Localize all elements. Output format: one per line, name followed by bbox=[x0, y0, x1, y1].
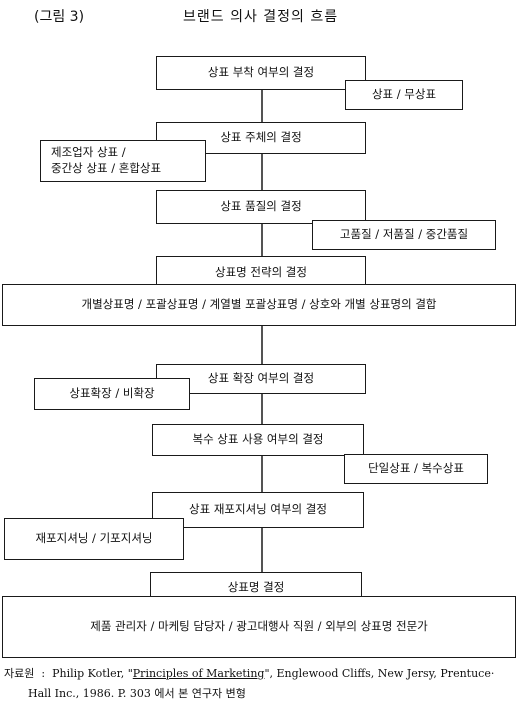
decision-text-name-strategy: 상표명 전략의 결정 bbox=[215, 265, 307, 280]
option-text-sponsor-line2: 중간상 상표 / 혼합상표 bbox=[51, 161, 162, 175]
source-note: 자료원 : Philip Kotler, "Principles of Mark… bbox=[4, 664, 514, 704]
source-publisher-line1: ", Englewood Cliffs, New Jersy, Prentuce… bbox=[264, 667, 495, 680]
option-box-branding: 상표 / 무상표 bbox=[345, 80, 463, 110]
option-box-multibrand: 단일상표 / 복수상표 bbox=[344, 454, 488, 484]
option-text-brand-name: 제품 관리자 / 마케팅 담당자 / 광고대행사 직원 / 외부의 상표명 전문… bbox=[90, 619, 428, 634]
option-text-repositioning: 재포지셔닝 / 기포지셔닝 bbox=[35, 531, 153, 546]
option-box-brand-name: 제품 관리자 / 마케팅 담당자 / 광고대행사 직원 / 외부의 상표명 전문… bbox=[2, 596, 516, 658]
source-separator: : bbox=[41, 667, 46, 680]
source-label: 자료원 bbox=[4, 667, 35, 680]
option-text-multibrand: 단일상표 / 복수상표 bbox=[368, 461, 464, 476]
figure-title: 브랜드 의사 결정의 흐름 bbox=[183, 9, 339, 25]
figure-header: (그림 3) 브랜드 의사 결정의 흐름 bbox=[0, 4, 518, 28]
option-text-extension: 상표확장 / 비확장 bbox=[69, 386, 155, 401]
option-text-name-strategy: 개별상표명 / 포괄상표명 / 계열별 포괄상표명 / 상호와 개별 상표명의 … bbox=[81, 297, 437, 312]
decision-box-multibrand: 복수 상표 사용 여부의 결정 bbox=[152, 424, 364, 456]
source-book-title: Principles of Marketing bbox=[132, 667, 265, 680]
decision-text-branding: 상표 부착 여부의 결정 bbox=[207, 65, 315, 80]
decision-box-extension: 상표 확장 여부의 결정 bbox=[156, 364, 366, 394]
decision-text-quality: 상표 품질의 결정 bbox=[220, 199, 302, 214]
figure-label: (그림 3) bbox=[34, 9, 85, 25]
option-text-sponsor-line1: 제조업자 상표 / bbox=[51, 145, 126, 160]
decision-text-multibrand: 복수 상표 사용 여부의 결정 bbox=[192, 432, 324, 447]
option-box-sponsor: 제조업자 상표 / 중간상 상표 / 혼합상표 bbox=[40, 140, 206, 182]
option-box-repositioning: 재포지셔닝 / 기포지셔닝 bbox=[4, 518, 184, 560]
decision-box-repositioning: 상표 재포지셔닝 여부의 결정 bbox=[152, 492, 364, 528]
option-text-quality: 고품질 / 저품질 / 중간품질 bbox=[339, 227, 469, 242]
decision-box-sponsor: 상표 주체의 결정 bbox=[156, 122, 366, 154]
source-author: Philip Kotler, " bbox=[52, 667, 133, 680]
decision-box-branding: 상표 부착 여부의 결정 bbox=[156, 56, 366, 90]
decision-box-quality: 상표 품질의 결정 bbox=[156, 190, 366, 224]
source-line-1: 자료원 : Philip Kotler, "Principles of Mark… bbox=[4, 664, 514, 684]
option-box-quality: 고품질 / 저품질 / 중간품질 bbox=[312, 220, 496, 250]
source-line-2: Hall Inc., 1986. P. 303 에서 본 연구자 변형 bbox=[28, 687, 246, 700]
decision-text-repositioning: 상표 재포지셔닝 여부의 결정 bbox=[189, 502, 327, 517]
option-box-name-strategy: 개별상표명 / 포괄상표명 / 계열별 포괄상표명 / 상호와 개별 상표명의 … bbox=[2, 284, 516, 326]
decision-text-extension: 상표 확장 여부의 결정 bbox=[207, 371, 315, 386]
decision-text-sponsor: 상표 주체의 결정 bbox=[220, 130, 302, 145]
option-box-extension: 상표확장 / 비확장 bbox=[34, 378, 190, 410]
option-text-branding: 상표 / 무상표 bbox=[371, 87, 437, 102]
decision-text-brand-name: 상표명 결정 bbox=[227, 580, 285, 595]
